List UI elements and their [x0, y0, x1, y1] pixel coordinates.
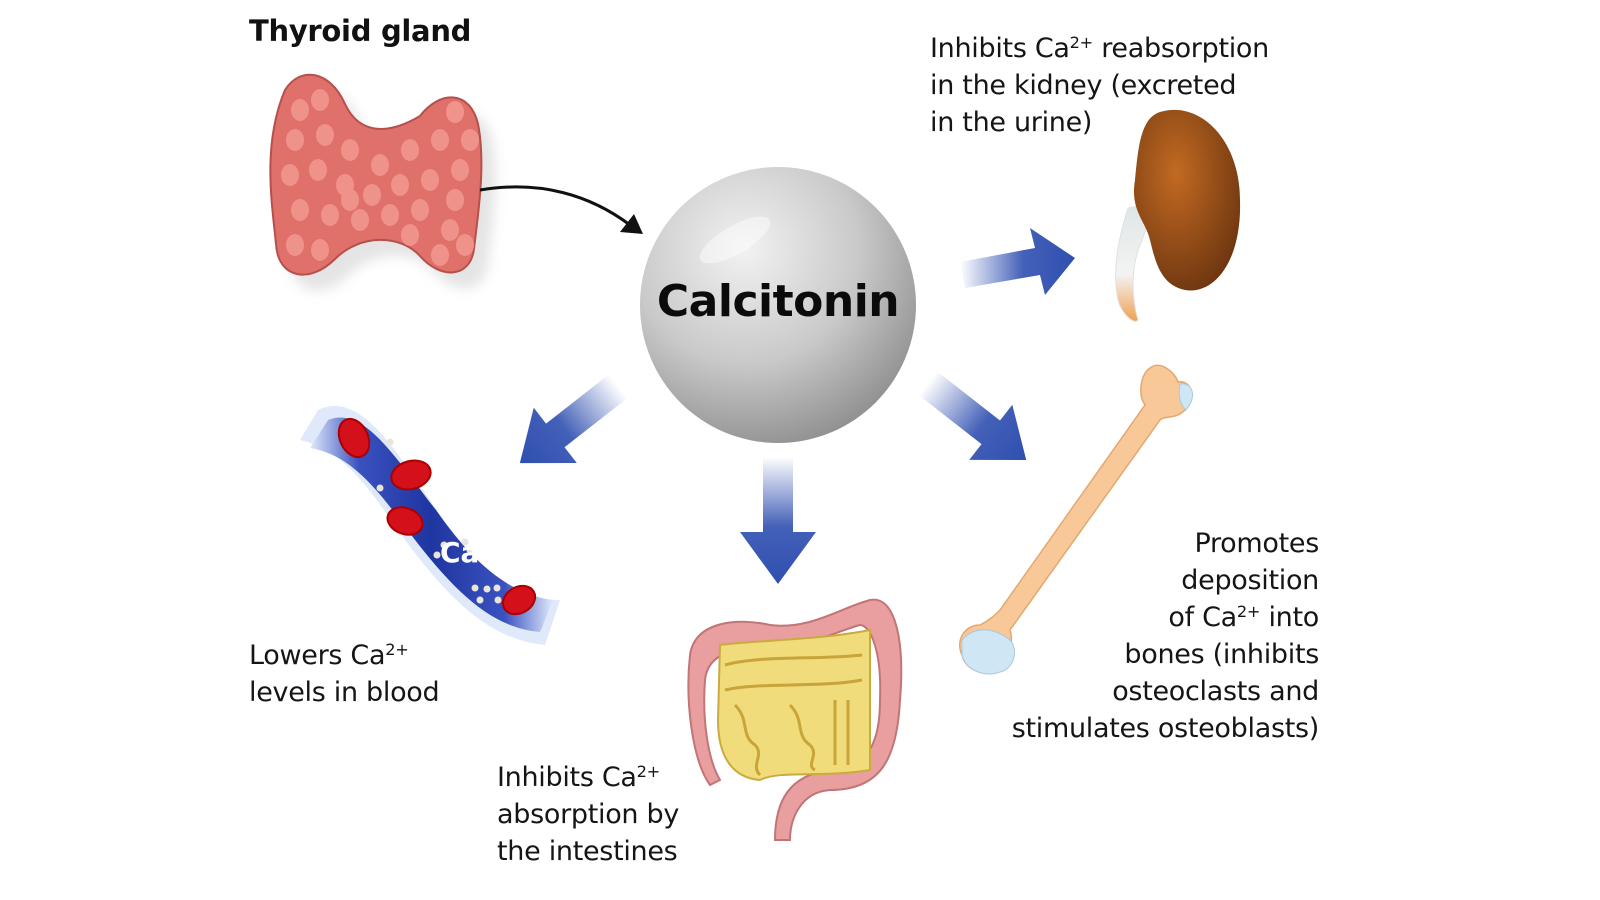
- thyroid-gland-illustration: [269, 73, 496, 291]
- thyroid-gland-title: Thyroid gland: [249, 14, 472, 48]
- kidney-effect-line: in the kidney (excreted: [930, 70, 1237, 101]
- thyroid-follicle: [363, 184, 381, 206]
- intestine-effect-line: the intestines: [497, 836, 678, 867]
- thyroid-follicle: [291, 199, 309, 221]
- thyroid-follicle: [371, 154, 389, 176]
- bone-effect-line: stimulates osteoblasts): [1011, 713, 1320, 744]
- arrow-to-kidney: [960, 228, 1075, 295]
- thyroid-follicle: [391, 174, 409, 196]
- arrow-to-intestine: [740, 457, 816, 584]
- bone-effect-line: deposition: [1181, 565, 1319, 596]
- calcitonin-label: Calcitonin: [656, 276, 900, 327]
- thyroid-follicle: [291, 99, 309, 121]
- thyroid-follicle: [446, 189, 464, 211]
- thyroid-follicle: [411, 199, 429, 221]
- thyroid-follicle: [309, 159, 327, 181]
- thyroid-follicle: [341, 189, 359, 211]
- thyroid-follicle: [286, 129, 304, 151]
- thyroid-follicle: [281, 164, 299, 186]
- thyroid-follicle: [431, 129, 449, 151]
- arrow-to-blood: [519, 374, 628, 464]
- bone-effect-line: bones (inhibits: [1124, 639, 1319, 670]
- thyroid-follicle: [311, 239, 329, 261]
- blood-vessel-illustration: [300, 406, 560, 645]
- thyroid-to-calcitonin-arrow: [479, 185, 643, 234]
- kidney-effect-line: in the urine): [930, 107, 1093, 138]
- thyroid-follicle: [401, 139, 419, 161]
- thyroid-follicle: [381, 204, 399, 226]
- thyroid-follicle: [446, 101, 464, 123]
- calcium-ion-label: Ca2+: [440, 536, 506, 569]
- blood-effect-text: Lowers Ca2+ levels in blood: [249, 637, 440, 711]
- thyroid-follicle: [316, 124, 334, 146]
- thyroid-follicle: [456, 234, 474, 256]
- thyroid-follicle: [431, 244, 449, 266]
- arrow-to-bone: [918, 371, 1027, 461]
- intestine-effect-text: Inhibits Ca2+ absorption by the intestines: [497, 759, 679, 870]
- kidney-effect-line: Inhibits Ca2+ reabsorption: [930, 33, 1269, 64]
- bone-effect-line: osteoclasts and: [1112, 676, 1319, 707]
- kidney-illustration: [1115, 109, 1241, 322]
- kidney-effect-text: Inhibits Ca2+ reabsorption in the kidney …: [930, 30, 1269, 141]
- thyroid-follicle: [421, 169, 439, 191]
- thyroid-follicle: [461, 129, 479, 151]
- calcitonin-sphere: [640, 167, 916, 443]
- thyroid-follicle: [401, 224, 419, 246]
- bone-effect-line: of Ca2+ into: [1168, 602, 1319, 633]
- intestine-effect-line: Inhibits Ca2+: [497, 762, 660, 793]
- thyroid-follicle: [311, 89, 329, 111]
- bone-effect-text: Promotes deposition of Ca2+ into bones (inh…: [1011, 525, 1320, 747]
- blood-effect-line: Lowers Ca2+: [249, 640, 409, 671]
- intestine-effect-line: absorption by: [497, 799, 680, 830]
- bone-effect-line: Promotes: [1194, 528, 1319, 559]
- blood-effect-line: levels in blood: [249, 677, 440, 708]
- bone-illustration: [959, 364, 1194, 675]
- intestine-illustration: [687, 598, 903, 841]
- thyroid-follicle: [321, 204, 339, 226]
- thyroid-follicle: [341, 139, 359, 161]
- thyroid-follicle: [451, 159, 469, 181]
- thyroid-follicle: [441, 219, 459, 241]
- thyroid-follicle: [286, 234, 304, 256]
- thyroid-follicle: [351, 209, 369, 231]
